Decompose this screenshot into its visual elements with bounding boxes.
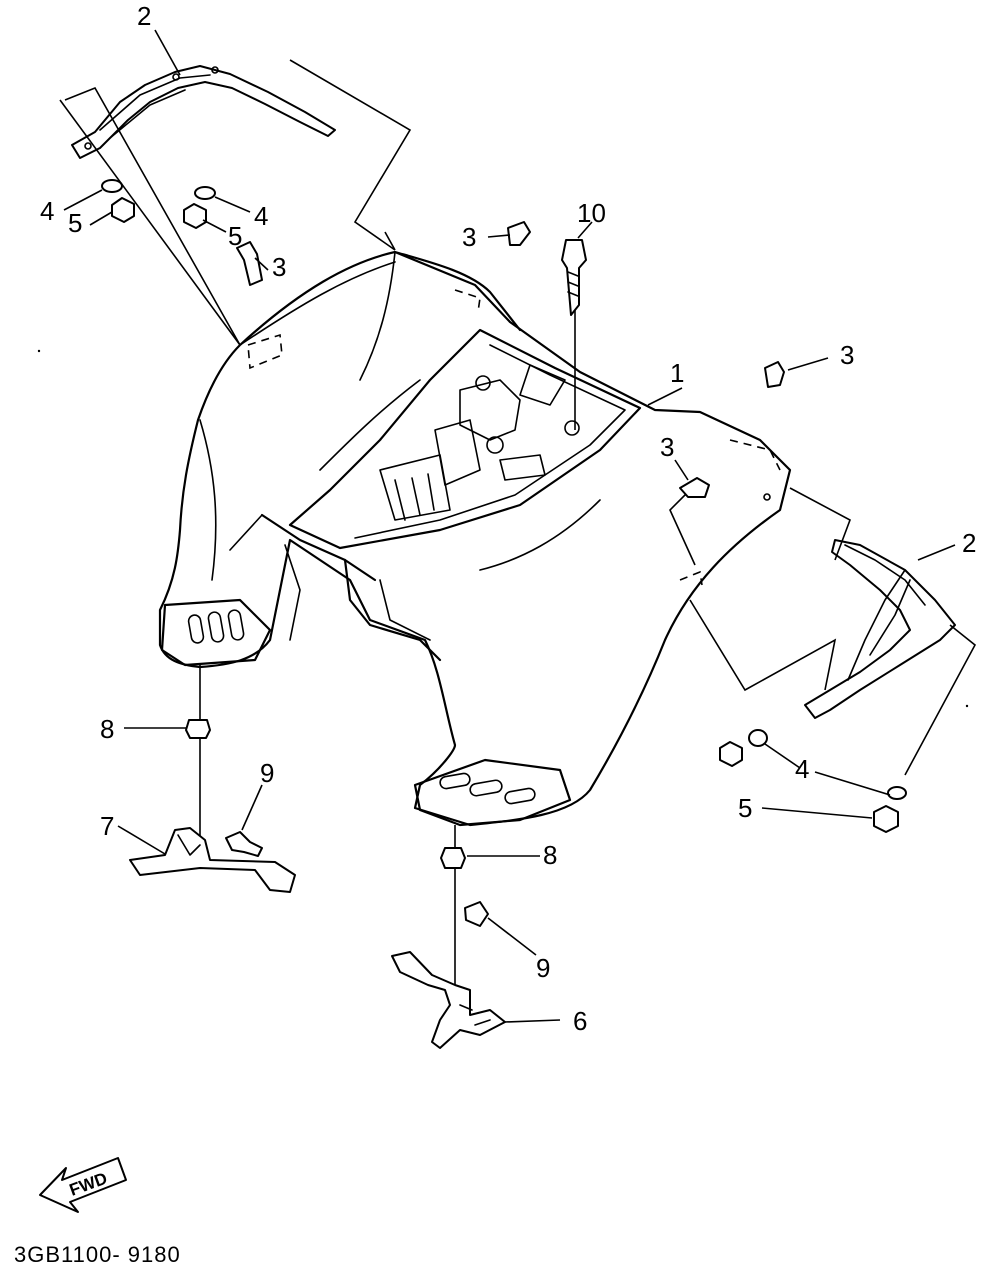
- drawing-code: 3GB1100- 9180: [14, 1242, 181, 1267]
- grommet-8a: [185, 719, 211, 739]
- callout-part-6: 6: [573, 1006, 587, 1036]
- nut-5a: [111, 197, 135, 223]
- bracket-7: [129, 827, 296, 893]
- bolt-9b: [464, 901, 489, 927]
- hardware-parts: [101, 179, 907, 1049]
- callout-part-4a: 4: [40, 196, 54, 226]
- mud-flap-right: [804, 539, 956, 719]
- callout-part-8b: 8: [543, 840, 557, 870]
- callout-labels: 2 4 5 4 5 3 3 10 3 1 3 2 8 9 7 4 5 8 9 6: [40, 1, 976, 1036]
- nut-5b: [183, 203, 207, 229]
- washer-4b: [194, 186, 216, 200]
- callout-part-5a: 5: [68, 208, 82, 238]
- callout-part-3d: 3: [660, 432, 674, 462]
- bracket-6: [391, 951, 506, 1049]
- callout-part-2-right: 2: [962, 528, 976, 558]
- callout-part-9a: 9: [260, 758, 274, 788]
- washer-4c: [748, 729, 768, 747]
- callout-part-3a: 3: [272, 252, 286, 282]
- bolt-9a: [225, 831, 263, 857]
- screw-3c: [764, 361, 785, 388]
- callout-part-5c: 5: [738, 793, 752, 823]
- callout-leaders: [63, 29, 956, 1023]
- bolt-10: [561, 239, 587, 316]
- callout-part-4b: 4: [254, 201, 268, 231]
- callout-part-8a: 8: [100, 714, 114, 744]
- mud-flap-top: [71, 65, 336, 159]
- callout-part-3b: 3: [462, 222, 476, 252]
- screw-3d: [679, 477, 710, 498]
- callout-part-10: 10: [577, 198, 606, 228]
- nut-5c: [719, 741, 743, 767]
- callout-part-9b: 9: [536, 953, 550, 983]
- callout-part-1: 1: [670, 358, 684, 388]
- callout-part-2-top: 2: [137, 1, 151, 31]
- forward-direction-arrow: FWD: [39, 1157, 127, 1213]
- callout-part-3c: 3: [840, 340, 854, 370]
- grommet-8b: [440, 847, 466, 869]
- screw-3b: [507, 221, 531, 246]
- washer-4a: [101, 179, 123, 193]
- callout-part-5b: 5: [228, 221, 242, 251]
- callout-part-7: 7: [100, 811, 114, 841]
- front-fender: [158, 250, 792, 827]
- callout-part-4c: 4: [795, 754, 809, 784]
- screw-3a: [236, 241, 263, 286]
